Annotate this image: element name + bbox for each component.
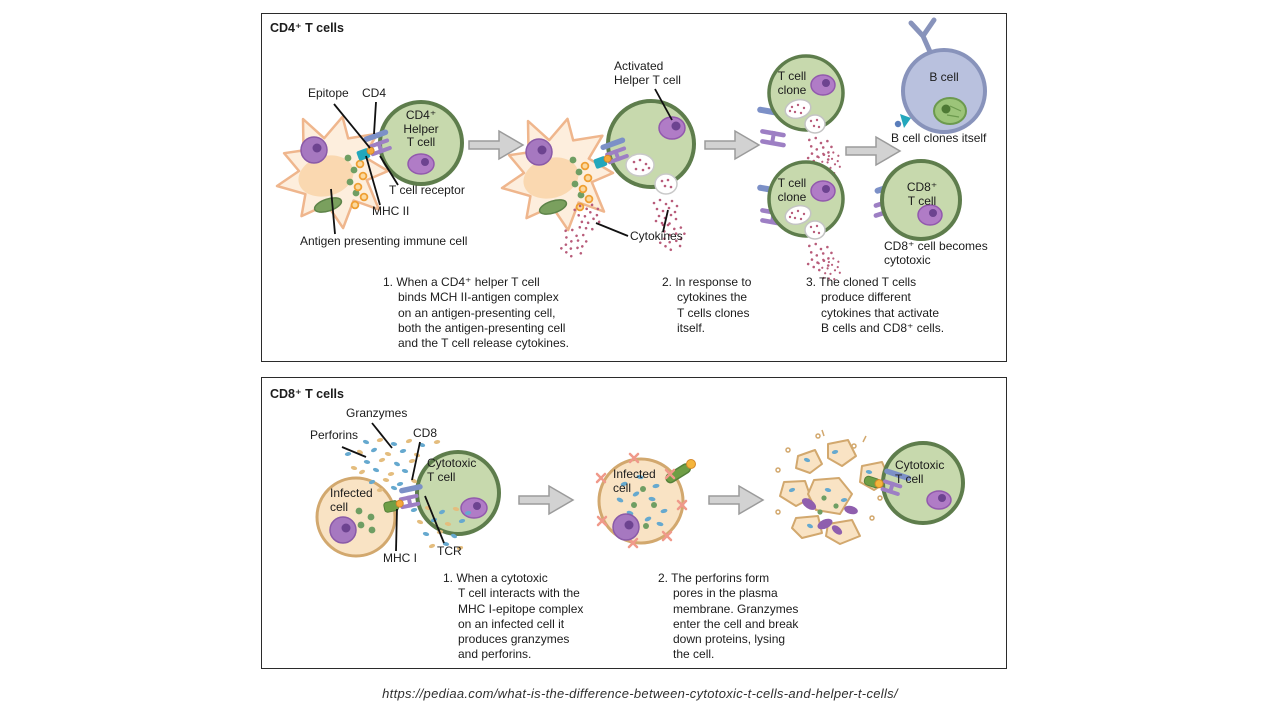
b-cell [894, 17, 987, 134]
callout-lines [341, 422, 445, 552]
label-infected-cell-2: Infected cell [613, 467, 656, 495]
cd4-step-3: 3. The cloned T cells produce different … [806, 275, 945, 335]
label-b-cell-clones-itself: B cell clones itself [891, 131, 987, 145]
cd8-step-2: 2. The perforins form pores in the plasm… [658, 571, 799, 662]
arrow-right-icon [704, 130, 760, 160]
label-activated-helper-t-cell: Activated Helper T cell [614, 59, 681, 87]
t-cell-clone-bottom [757, 160, 845, 283]
label-antigen-presenting-cell: Antigen presenting immune cell [300, 234, 468, 248]
label-tcr: TCR [437, 544, 462, 558]
label-cd4: CD4 [362, 86, 387, 100]
lysed-cell [775, 429, 891, 545]
t-cell-clone-top [757, 54, 845, 177]
cd8-illustration [315, 422, 965, 558]
label-cd8-becomes-cytotoxic: CD8⁺ cell becomes cytotoxic [884, 239, 988, 267]
cd8-panel-title: CD8⁺ T cells [270, 387, 344, 401]
label-cd8-t-cell: CD8⁺ T cell [906, 180, 938, 208]
arrow-right-icon [518, 485, 574, 515]
mhc1-tcr-junction [383, 484, 423, 513]
cytotoxic-t-cell-2 [863, 441, 965, 525]
label-cytokines: Cytokines [630, 229, 683, 243]
label-cd8: CD8 [413, 426, 438, 440]
antigen-presenting-cell-2 [500, 117, 615, 232]
label-cytotoxic-t-cell-1: Cytotoxic T cell [427, 456, 477, 484]
label-mhc-ii: MHC II [372, 204, 410, 218]
label-mhc-i: MHC I [383, 551, 417, 565]
cd4-step-1: 1. When a CD4⁺ helper T cell binds MCH I… [383, 275, 569, 351]
label-t-cell-clone-top: T cell clone [777, 69, 807, 97]
cd4-illustration [275, 17, 987, 283]
label-epitope: Epitope [308, 86, 349, 100]
activated-helper-t-cell [606, 99, 696, 189]
label-t-cell-clone-bottom: T cell clone [777, 176, 807, 204]
infected-cell-2 [595, 452, 696, 549]
label-infected-cell-1: Infected cell [330, 486, 373, 514]
cd4-panel-title: CD4⁺ T cells [270, 21, 344, 35]
cd8-step-1: 1. When a cytotoxic T cell interacts wit… [443, 571, 584, 662]
callout-lines [330, 88, 673, 237]
perforin-granzyme-cloud [344, 437, 472, 551]
cd4-step-2: 2. In response to cytokines the T cells … [662, 275, 752, 335]
label-cd4-helper-t-cell: CD4⁺ Helper T cell [403, 108, 439, 149]
label-granzymes: Granzymes [346, 406, 408, 420]
label-t-cell-receptor: T cell receptor [389, 183, 465, 197]
label-b-cell: B cell [929, 70, 959, 84]
source-url-caption: https://pediaa.com/what-is-the-differenc… [382, 686, 898, 701]
cd8-t-cell [873, 159, 962, 241]
cd4-panel: CD4⁺ T cells Epitope CD4 CD4⁺ Helper T c… [261, 13, 1007, 362]
cd8-panel: CD8⁺ T cells Granzymes Perforins CD8 Cyt… [261, 377, 1007, 669]
label-cytotoxic-t-cell-2: Cytotoxic T cell [895, 458, 945, 486]
label-perforins: Perforins [310, 428, 359, 442]
arrow-right-icon [708, 485, 764, 515]
